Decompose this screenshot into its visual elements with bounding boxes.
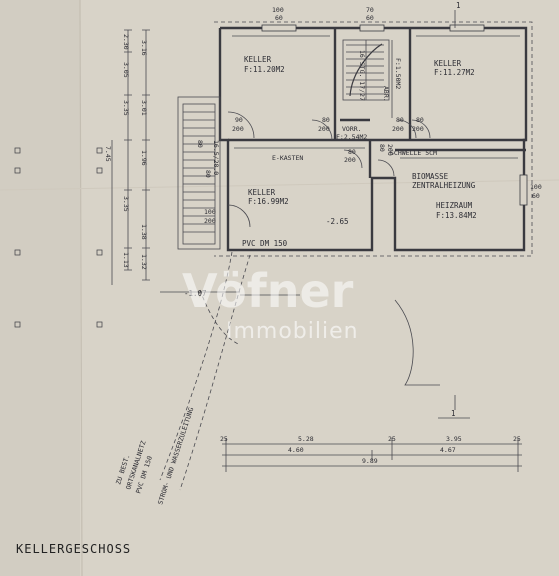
stair-inside xyxy=(342,39,390,101)
room-area-heizraum: F:13.84M2 xyxy=(436,211,477,220)
svg-text:4.60: 4.60 xyxy=(288,446,304,454)
svg-text:9.89: 9.89 xyxy=(362,457,378,465)
schwelle-label: SCHWELLE 5CM xyxy=(390,149,437,157)
window-dim-h: 60 xyxy=(366,14,374,22)
room-name-keller-3: KELLER xyxy=(248,188,276,197)
door-dim-h: 200 xyxy=(412,125,424,133)
paper-fold-line xyxy=(79,0,83,576)
svg-text:7.45: 7.45 xyxy=(104,146,112,162)
section-mark-bottom: 1 xyxy=(451,409,456,418)
stair-label: 16 STG. 17/27 xyxy=(358,50,366,101)
svg-text:80: 80 xyxy=(196,140,204,148)
door-dim-h: 200 xyxy=(386,144,394,156)
section-mark-top: 1 xyxy=(456,1,461,10)
building-outline xyxy=(214,21,533,257)
paper-crease xyxy=(0,179,559,191)
e-kasten-label: E-KASTEN xyxy=(272,154,303,162)
vorr-area: F:2.54M2 xyxy=(336,133,367,141)
door-dim-w: 80 xyxy=(348,148,356,156)
window-dim-w: 70 xyxy=(366,6,374,14)
abr-area: F:1.50M2 xyxy=(394,58,402,89)
stair-outside xyxy=(177,96,221,250)
room-area-keller-2: F:11.27M2 xyxy=(434,68,475,77)
zentralheizung-label: ZENTRALHEIZUNG xyxy=(412,181,476,190)
svg-text:1.96: 1.96 xyxy=(140,150,148,166)
svg-text:1.32: 1.32 xyxy=(140,254,148,270)
svg-text:3.01: 3.01 xyxy=(140,100,148,116)
door-swings xyxy=(227,111,431,228)
svg-text:3.95: 3.95 xyxy=(446,435,462,443)
door-dim-h: 200 xyxy=(318,125,330,133)
level-outside: -1.07 xyxy=(184,289,207,298)
plan-title: KELLERGESCHOSS xyxy=(16,542,131,556)
door-dim-h: 200 xyxy=(344,156,356,164)
door-dimension-labels: 90 200 80 200 80 200 80 200 80 200 80 20… xyxy=(204,116,424,225)
door-dim-w: 100 xyxy=(204,208,216,216)
door-dim-w: 80 xyxy=(378,144,386,152)
svg-text:1.13: 1.13 xyxy=(122,252,130,268)
left-dimension-labels: 2.30 3.05 3.35 7.45 3.35 3.16 3.01 1.38 … xyxy=(104,34,220,270)
window-dim-h: 60 xyxy=(275,14,283,22)
room-name-heizraum: HEIZRAUM xyxy=(436,201,473,210)
room-name-keller-1: KELLER xyxy=(244,55,272,64)
svg-text:3.35: 3.35 xyxy=(122,100,130,116)
svg-text:80: 80 xyxy=(204,170,212,178)
level-inside: -2.65 xyxy=(326,217,349,226)
vorr-name: VORR. xyxy=(342,125,362,133)
window-dim-w: 100 xyxy=(272,6,284,14)
svg-text:5.28: 5.28 xyxy=(298,435,314,443)
window-dim-w: 100 xyxy=(530,183,542,191)
door-dim-h: 200 xyxy=(392,125,404,133)
room-name-keller-2: KELLER xyxy=(434,59,462,68)
svg-text:25: 25 xyxy=(513,435,521,443)
left-dimension-chains xyxy=(14,29,150,328)
svg-text:3.16: 3.16 xyxy=(140,40,148,56)
svg-text:16.5/28.0: 16.5/28.0 xyxy=(212,140,220,175)
door-dim-h: 200 xyxy=(204,217,216,225)
door-dim-w: 80 xyxy=(396,116,404,124)
door-dim-h: 200 xyxy=(232,125,244,133)
svg-text:3.35: 3.35 xyxy=(122,196,130,212)
window-dimension-labels: 100 60 70 60 100 60 xyxy=(272,6,542,200)
watermark-sub: Immobilien xyxy=(226,319,359,344)
door-dim-w: 80 xyxy=(322,116,330,124)
watermark-brand: Vöfner xyxy=(182,264,354,318)
svg-text:1.38: 1.38 xyxy=(140,224,148,240)
svg-text:4.67: 4.67 xyxy=(440,446,456,454)
door-dim-w: 80 xyxy=(416,116,424,124)
pvc-label: PVC DM 150 xyxy=(242,239,288,248)
abr-label: ABR. xyxy=(382,86,390,102)
door-dim-w: 90 xyxy=(235,116,243,124)
room-area-keller-1: F:11.20M2 xyxy=(244,65,285,74)
bottom-dimension-labels: 5.28 3.95 4.60 4.67 9.89 25 25 25 xyxy=(220,435,521,465)
room-area-keller-3: F:16.99M2 xyxy=(248,197,289,206)
svg-text:3.05: 3.05 xyxy=(122,62,130,78)
svg-text:25: 25 xyxy=(220,435,228,443)
svg-text:2.30: 2.30 xyxy=(122,34,130,50)
paper-fold-left xyxy=(0,0,80,576)
windows xyxy=(261,24,528,206)
window-dim-h: 60 xyxy=(532,192,540,200)
site-lines xyxy=(159,10,470,491)
bottom-dimension-chains xyxy=(222,438,522,472)
svg-text:25: 25 xyxy=(388,435,396,443)
biomasse-label: BIOMASSE xyxy=(412,172,449,181)
